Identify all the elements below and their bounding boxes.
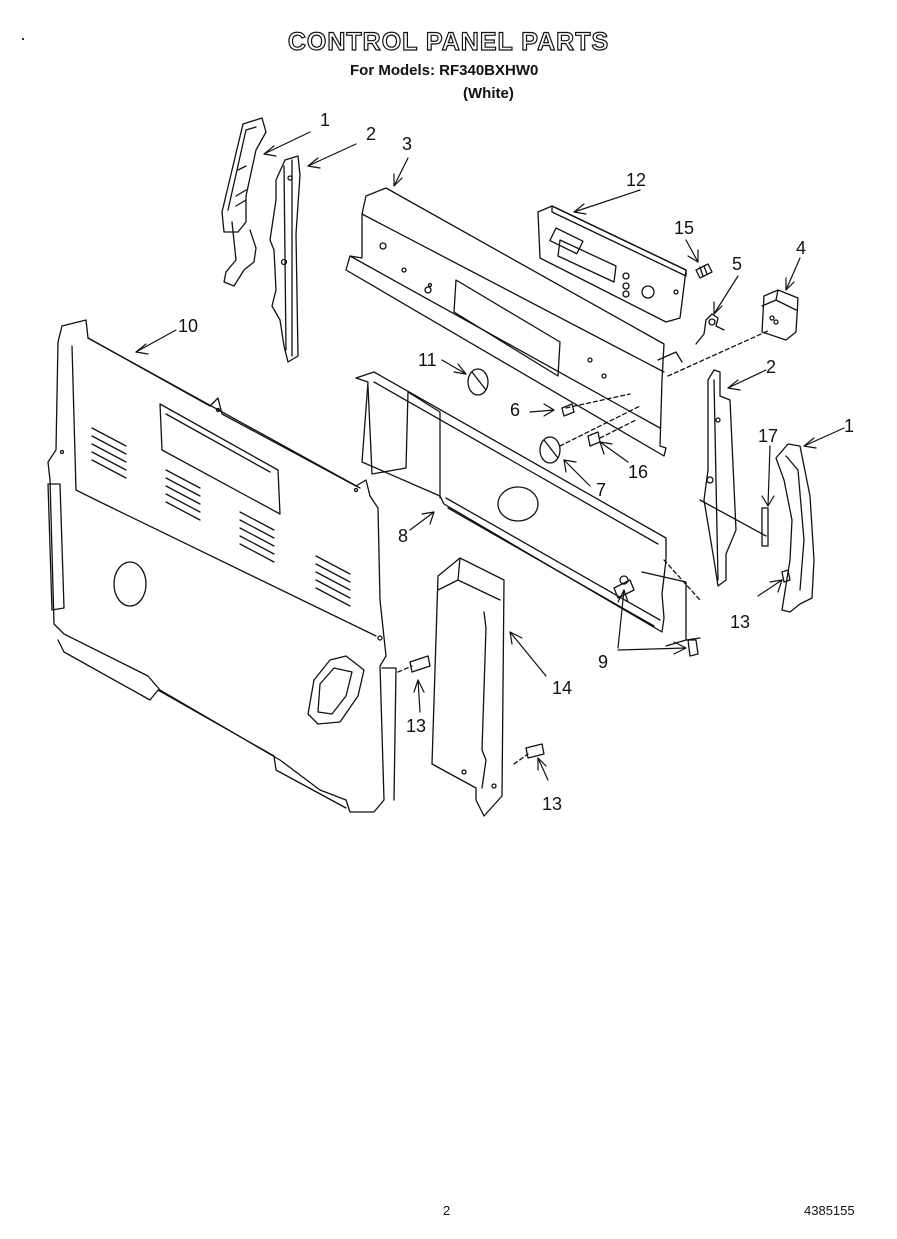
part-11-knob <box>467 368 489 396</box>
callout-11: 11 <box>418 350 437 370</box>
part-1-end-cap-left <box>221 117 267 287</box>
callout-14: 14 <box>552 678 572 698</box>
callout-17: 17 <box>758 426 778 446</box>
document-number: 4385155 <box>804 1203 855 1218</box>
part-2-bracket-left <box>269 155 301 363</box>
callout-10: 10 <box>178 316 198 336</box>
variant-label: (White) <box>463 85 514 102</box>
stray-mark <box>22 38 24 40</box>
callout-12: 12 <box>626 170 646 190</box>
callout-13-bottom: 13 <box>542 794 562 814</box>
callout-leaders <box>135 131 845 781</box>
callout-16: 16 <box>628 462 648 482</box>
part-1-end-cap-right <box>775 443 815 613</box>
part-9-screw <box>685 637 701 657</box>
callout-1-right: 1 <box>844 416 854 436</box>
callout-2-right: 2 <box>766 357 776 377</box>
part-2-bracket-right <box>703 369 737 587</box>
callout-1-left: 1 <box>320 110 330 130</box>
guide-lines <box>397 329 771 765</box>
part-3-control-panel <box>345 187 683 457</box>
callout-13-left: 13 <box>406 716 426 736</box>
part-6-clip <box>561 403 575 417</box>
part-7-knob <box>539 436 561 464</box>
callout-6: 6 <box>510 400 520 420</box>
page-title: CONTROL PANEL PARTS <box>287 27 610 56</box>
callout-3: 3 <box>402 134 412 154</box>
callout-13-right: 13 <box>730 612 750 632</box>
callout-15: 15 <box>674 218 694 238</box>
part-12-display-module <box>537 205 687 323</box>
callout-labels: 1 2 3 12 15 5 4 10 11 6 2 17 1 16 7 8 13… <box>178 110 854 814</box>
part-4-switch <box>761 289 799 341</box>
callout-7: 7 <box>596 480 606 500</box>
callout-8: 8 <box>398 526 408 546</box>
part-10-back-guard <box>47 319 397 813</box>
part-14-heat-shield <box>431 557 505 817</box>
part-8-manifold-panel <box>355 371 687 647</box>
part-15-screw <box>695 263 713 279</box>
models-line: For Models: RF340BXHW0 <box>350 62 539 79</box>
part-17-clip <box>699 499 769 547</box>
page-number: 2 <box>443 1203 451 1218</box>
callout-9: 9 <box>598 652 608 672</box>
part-5-wire <box>695 313 725 345</box>
callout-5: 5 <box>732 254 742 274</box>
part-16-screw <box>587 431 601 447</box>
callout-2-left: 2 <box>366 124 376 144</box>
callout-4: 4 <box>796 238 806 258</box>
